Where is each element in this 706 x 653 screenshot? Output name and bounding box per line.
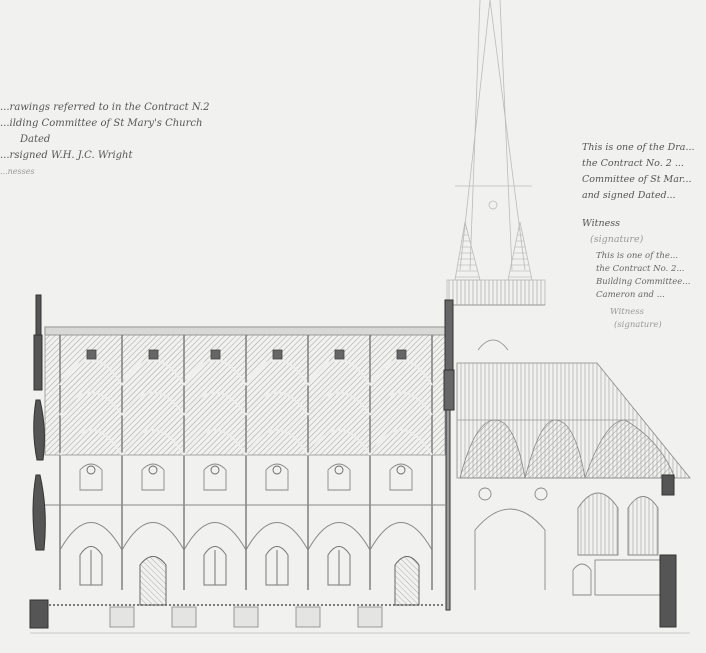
clerestory bbox=[45, 463, 445, 506]
annotation-line: ...rawings referred to in the Contract N… bbox=[0, 102, 210, 113]
west-wall bbox=[29, 294, 49, 629]
annotation-line: and signed Dated... bbox=[582, 190, 676, 201]
witness-label: Witness bbox=[610, 307, 644, 317]
annotation-line: ...ilding Committee of St Mary's Church bbox=[0, 118, 203, 129]
nave-roof bbox=[44, 326, 446, 590]
tower-pier bbox=[443, 299, 455, 611]
annotation-line: Committee of St Mar... bbox=[582, 174, 692, 185]
witness-label: Witness bbox=[582, 218, 620, 229]
annotation-line: ...nesses bbox=[0, 167, 35, 176]
annotation-line: the Contract No. 2... bbox=[596, 264, 685, 274]
witness-signature: (signature) bbox=[590, 234, 644, 245]
annotation-line: Dated bbox=[20, 134, 51, 145]
annotation-line: This is one of the... bbox=[596, 251, 679, 261]
annotation-line: Cameron and ... bbox=[596, 290, 665, 300]
annotation-line: This is one of the Dra... bbox=[582, 142, 695, 153]
chancel-roof bbox=[456, 339, 691, 479]
contract-annotation-right: This is one of the Dra... the Contract N… bbox=[582, 140, 706, 248]
chancel-lower bbox=[474, 487, 661, 596]
annotation-line: ...rsigned W.H. J.C. Wright bbox=[0, 150, 133, 161]
annotation-line: Building Committee... bbox=[596, 277, 691, 287]
east-wall bbox=[659, 474, 677, 628]
spire bbox=[446, 0, 546, 306]
annotation-line: the Contract No. 2 ... bbox=[582, 158, 684, 169]
contract-annotation-left: ...rawings referred to in the Contract N… bbox=[0, 100, 240, 180]
nave-arcade bbox=[45, 522, 445, 628]
witness-signature: (signature) bbox=[614, 320, 662, 330]
contract-annotation-right-secondary: This is one of the... the Contract No. 2… bbox=[596, 250, 706, 332]
